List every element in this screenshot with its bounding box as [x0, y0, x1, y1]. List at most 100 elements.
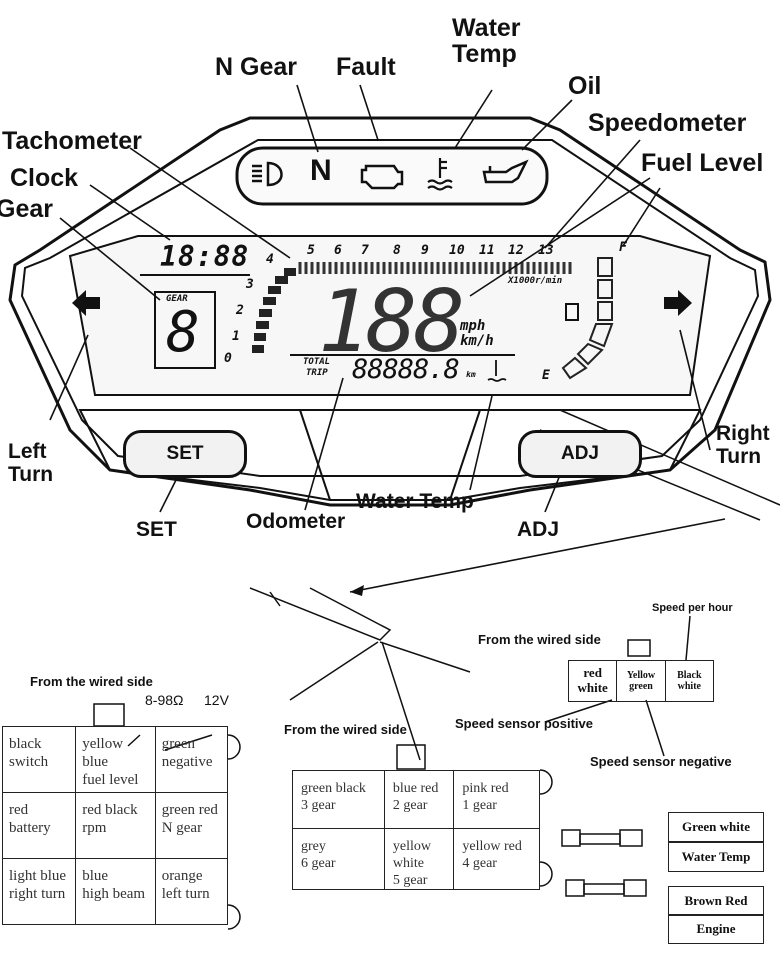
tacho-scale-number: 4: [266, 252, 274, 267]
cell-text: yellow: [392, 839, 431, 854]
cell-text: fuel level: [82, 772, 139, 788]
cell-text: right turn: [9, 886, 66, 902]
callout-set: SET: [136, 518, 177, 541]
connector-bumps: [227, 734, 553, 930]
cell-text: black: [9, 736, 42, 752]
cell-text: rpm: [82, 820, 107, 836]
callout-gear: Gear: [0, 195, 53, 223]
callout-clock: Clock: [10, 164, 79, 192]
cell-text: grey: [301, 839, 326, 854]
table-cell: orange left turn: [154, 858, 229, 925]
callout-water-temp-bottom: Water Temp: [356, 490, 474, 513]
cell-text: switch: [9, 754, 49, 770]
cell-text: negative: [161, 754, 213, 770]
plug-icon: [561, 829, 647, 897]
cell-text: white: [677, 681, 701, 692]
cell-text: green: [161, 736, 195, 752]
lcd-unit-kmh: km/h: [460, 333, 494, 349]
speed-per-hour-label: Speed per hour: [652, 602, 733, 614]
gear-frame: [154, 291, 216, 369]
cell-text: Black: [677, 669, 702, 681]
callout-oil: Oil: [568, 72, 602, 100]
cell-text: 6 gear: [301, 855, 336, 871]
arrow-head: [350, 585, 364, 596]
tacho-scale-number: 13: [538, 243, 554, 258]
cell-text: red black: [82, 802, 138, 818]
callout-water-temp-top: Water Temp: [452, 14, 521, 69]
set-button[interactable]: SET: [123, 430, 247, 478]
cell-text: 2 gear: [392, 797, 428, 813]
cell-text: Yellow: [626, 669, 656, 681]
speed-sensor-negative-label: Speed sensor negative: [590, 754, 732, 769]
tacho-scale-number: 7: [361, 243, 369, 258]
lcd-unit-km: km: [466, 370, 476, 379]
cell-text: yellow: [82, 736, 124, 752]
cell-text: orange: [161, 868, 203, 884]
connector-tab-left: [93, 703, 125, 727]
table-cell: red black rpm: [75, 792, 156, 859]
cell-text: red: [9, 802, 29, 818]
green-white-box: Green white: [668, 812, 764, 842]
lcd-odometer-digits: 88888.8: [352, 354, 460, 385]
fuel-pump-icon: [565, 303, 579, 321]
leader-lines: [49, 84, 711, 513]
connector-tab-gear: [396, 744, 426, 770]
housing-inner: [20, 139, 760, 477]
cell-text: N gear: [161, 820, 203, 836]
tacho-scale-number: 3: [246, 277, 254, 292]
cell-text: left turn: [161, 886, 210, 902]
cell-text: 5 gear: [392, 872, 428, 888]
callout-right-turn: Right Turn: [716, 422, 770, 469]
lcd-gear-label: GEAR: [166, 294, 188, 304]
resistance-label: 8-98Ω: [145, 692, 184, 708]
adj-button[interactable]: ADJ: [518, 430, 642, 478]
cell-text: yellow red: [462, 839, 522, 854]
tacho-scale-number: 11: [479, 243, 495, 258]
callout-odometer: Odometer: [246, 510, 346, 533]
fuel-gauge-bars: [561, 257, 614, 380]
left-connector-heading: From the wired side: [30, 674, 153, 689]
oil-can-icon: [482, 159, 529, 184]
cell-text: 4 gear: [462, 855, 497, 871]
indicator-pod: [235, 146, 549, 206]
callout-left-turn: Left Turn: [8, 440, 54, 487]
tacho-scale-number: 0: [224, 351, 232, 366]
engine-box: Engine: [668, 914, 764, 944]
tacho-scale-number: 1: [232, 329, 240, 344]
lcd-fuel-full: F: [619, 240, 627, 255]
wire-bundle: [249, 587, 471, 761]
water-temp-icon: [427, 158, 453, 191]
lcd-total-label: TOTAL: [303, 357, 331, 367]
lcd-water-temp-icon: [487, 360, 507, 382]
tacho-scale-number: 12: [508, 243, 524, 258]
cell-text: high beam: [82, 886, 146, 902]
right-turn-arrow-icon: [664, 290, 692, 316]
table-cell: green negative: [154, 726, 229, 793]
lcd-fuel-empty: E: [542, 368, 550, 383]
tacho-scale-number: 2: [236, 303, 244, 318]
cell-text: light blue: [9, 868, 67, 884]
neutral-indicator: N: [310, 154, 332, 187]
table-cell: black switch: [1, 726, 77, 793]
tacho-scale-number: 10: [449, 243, 465, 258]
lcd-trip-label: TRIP: [306, 368, 328, 378]
tacho-scale-number: 8: [393, 243, 401, 258]
tacho-scale-number: 5: [307, 243, 315, 258]
tacho-bar: [252, 268, 296, 353]
